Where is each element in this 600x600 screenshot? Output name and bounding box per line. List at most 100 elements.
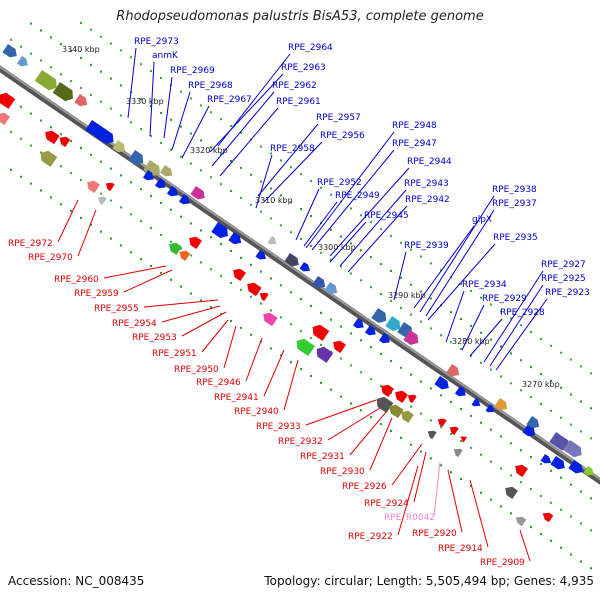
track-dot <box>490 338 492 341</box>
gene-feature-reverse <box>515 516 527 527</box>
track-dot <box>350 364 352 367</box>
track-dot <box>70 80 72 83</box>
gene-feature-reverse <box>0 92 16 109</box>
gene-label-top: RPE_2947 <box>392 139 437 149</box>
gene-feature-forward <box>446 364 460 377</box>
track-dot <box>400 366 402 369</box>
track-dot <box>270 217 272 220</box>
track-dot <box>290 166 292 169</box>
track-dot <box>550 469 552 472</box>
track-dot <box>310 179 312 182</box>
track-dot <box>20 137 22 140</box>
track-dot <box>270 309 272 312</box>
track-dot <box>500 375 502 378</box>
track-dot <box>580 560 582 563</box>
track-dot <box>420 255 422 258</box>
track-dot <box>530 526 532 529</box>
track-dot <box>450 433 452 436</box>
track-dot <box>310 304 312 307</box>
label-leader-bottom <box>305 399 377 426</box>
track-dot <box>580 365 582 368</box>
track-dot <box>410 443 412 446</box>
gene-feature-reverse <box>542 512 554 523</box>
gene-feature-forward <box>434 376 449 390</box>
gene-label-top: RPE_2942 <box>405 195 450 205</box>
gene-feature-reverse <box>59 136 71 148</box>
gene-label-top: anmK <box>152 51 179 61</box>
track-dot <box>50 126 52 129</box>
track-dot <box>510 317 512 320</box>
track-dot <box>300 173 302 176</box>
track-dot <box>470 354 472 357</box>
track-dot <box>50 36 52 39</box>
gene-feature-reverse <box>407 394 417 404</box>
track-dot <box>120 49 122 52</box>
track-dot <box>250 333 252 336</box>
track-dot <box>340 357 342 360</box>
track-dot <box>200 169 202 172</box>
track-dot <box>360 371 362 374</box>
track-dot <box>540 372 542 375</box>
gene-label-bottom: RPE_2930 <box>320 467 365 477</box>
track-dot <box>90 63 92 66</box>
gene-label-top: RPE_2963 <box>281 63 326 73</box>
track-dot <box>160 201 162 204</box>
track-dot <box>230 125 232 128</box>
track-dot <box>320 186 322 189</box>
label-leader-top <box>347 205 408 273</box>
label-leader-top <box>127 47 137 119</box>
track-dot <box>300 330 302 333</box>
gene-feature-reverse <box>87 180 100 194</box>
track-dot <box>300 238 302 241</box>
kbp-tick-label: 3270 kbp <box>522 380 560 389</box>
label-leader-bottom <box>181 311 227 337</box>
track-dot <box>200 261 202 264</box>
gene-feature-reverse <box>97 196 107 206</box>
track-dot <box>240 196 242 199</box>
label-leader-bottom <box>397 465 419 536</box>
gene-label-bottom: RPE_2972 <box>8 239 53 249</box>
track-dot <box>210 268 212 271</box>
gene-feature-forward <box>154 178 166 189</box>
track-dot <box>420 412 422 415</box>
label-leader-bottom <box>123 269 173 293</box>
track-dot <box>560 416 562 419</box>
track-dot <box>550 344 552 347</box>
gene-label-bottom: RPE_2940 <box>234 407 279 417</box>
track-dot <box>430 457 432 460</box>
track-dot <box>560 508 562 511</box>
gene-feature-reverse <box>453 448 463 458</box>
track-dot <box>230 160 232 163</box>
track-dot <box>360 339 362 342</box>
kbp-tick-label: 3340 kbp <box>62 45 100 54</box>
label-leader-top <box>303 201 338 247</box>
track-dot <box>490 498 492 501</box>
track-dot <box>170 148 172 151</box>
track-dot <box>280 316 282 319</box>
track-dot <box>330 318 332 321</box>
track-dot <box>120 206 122 209</box>
gene-feature-forward <box>211 222 228 239</box>
track-dot <box>10 168 12 171</box>
track-dot <box>190 132 192 135</box>
track-dot <box>180 155 182 158</box>
track-dot <box>460 408 462 411</box>
track-dot <box>80 216 82 219</box>
track-dot <box>110 167 112 170</box>
track-dot <box>140 188 142 191</box>
track-dot <box>220 313 222 316</box>
label-leader-bottom <box>201 319 229 353</box>
gene-label-top: RPE_2958 <box>270 144 315 154</box>
track-dot <box>210 146 212 149</box>
track-dot <box>570 393 572 396</box>
gene-label-top: RPE_2967 <box>207 95 252 105</box>
track-dot <box>570 423 572 426</box>
track-dot <box>180 285 182 288</box>
label-leader-top <box>255 154 273 209</box>
track-dot <box>40 119 42 122</box>
track-dot <box>190 254 192 257</box>
gene-label-top: RPE_2949 <box>335 191 380 201</box>
track-dot <box>490 368 492 371</box>
track-dot <box>460 440 462 443</box>
track-dot <box>290 323 292 326</box>
